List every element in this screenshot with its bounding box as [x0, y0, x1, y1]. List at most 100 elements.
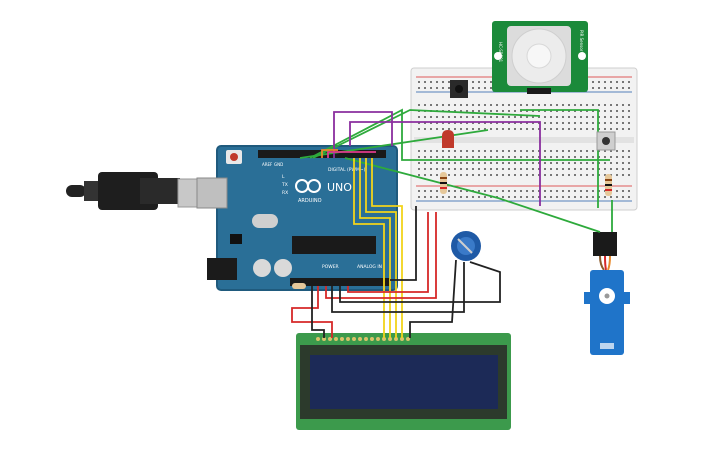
center-channel: [414, 137, 634, 143]
breadboard-hole: [466, 190, 468, 192]
breadboard-hole: [430, 196, 432, 198]
breadboard-hole: [418, 128, 420, 130]
breadboard-hole: [598, 87, 600, 89]
breadboard-hole: [610, 128, 612, 130]
breadboard-hole: [430, 190, 432, 192]
breadboard-hole: [592, 87, 594, 89]
breadboard-hole: [592, 162, 594, 164]
breadboard-hole: [508, 162, 510, 164]
breadboard-hole: [454, 150, 456, 152]
breadboard-hole: [586, 196, 588, 198]
breadboard-hole: [616, 104, 618, 106]
breadboard-hole: [586, 122, 588, 124]
breadboard-hole: [574, 116, 576, 118]
breadboard-hole: [478, 150, 480, 152]
breadboard-hole: [514, 190, 516, 192]
breadboard-hole: [538, 116, 540, 118]
breadboard-hole: [514, 156, 516, 158]
breadboard-hole: [490, 110, 492, 112]
breadboard-hole: [550, 128, 552, 130]
breadboard-hole: [478, 156, 480, 158]
breadboard-hole: [424, 168, 426, 170]
breadboard-hole: [586, 150, 588, 152]
breadboard-hole: [424, 150, 426, 152]
breadboard-hole: [586, 162, 588, 164]
wire-yellow: [353, 158, 385, 338]
breadboard-hole: [616, 81, 618, 83]
pir-right-text: PIR Sensor: [579, 30, 584, 52]
atmega-chip: [292, 236, 376, 254]
breadboard-hole: [550, 116, 552, 118]
breadboard-hole: [460, 168, 462, 170]
breadboard-hole: [442, 196, 444, 198]
arduino-uno: UNO ARDUINO DIGITAL (PWM~) POWER ANALOG …: [196, 145, 398, 291]
breadboard-hole: [520, 162, 522, 164]
breadboard-hole: [574, 162, 576, 164]
lcd-pin: [328, 337, 332, 341]
breadboard-hole: [496, 190, 498, 192]
lcd-pin: [364, 337, 368, 341]
breadboard-hole: [448, 104, 450, 106]
breadboard-hole: [616, 174, 618, 176]
breadboard-hole: [484, 116, 486, 118]
servo-motor: [584, 232, 630, 355]
breadboard-hole: [490, 104, 492, 106]
breadboard-hole: [562, 150, 564, 152]
potentiometer-knob[interactable]: [457, 238, 473, 254]
wire-red: [325, 212, 437, 299]
breadboard-hole: [496, 150, 498, 152]
breadboard-hole: [514, 168, 516, 170]
breadboard-hole: [460, 174, 462, 176]
breadboard-hole: [622, 122, 624, 124]
lcd-pin: [322, 337, 326, 341]
breadboard-hole: [460, 116, 462, 118]
breadboard-hole: [556, 116, 558, 118]
servo-body: [590, 270, 624, 355]
breadboard-hole: [478, 122, 480, 124]
breadboard-hole: [436, 156, 438, 158]
breadboard-hole: [472, 104, 474, 106]
breadboard-hole: [628, 128, 630, 130]
reset-button[interactable]: [230, 153, 238, 161]
breadboard-hole: [628, 116, 630, 118]
breadboard-hole: [436, 196, 438, 198]
breadboard-hole: [508, 110, 510, 112]
board-brand: ARDUINO: [298, 198, 322, 204]
breadboard-hole: [580, 110, 582, 112]
breadboard-hole: [526, 150, 528, 152]
breadboard-hole: [472, 81, 474, 83]
breadboard-hole: [502, 168, 504, 170]
breadboard-hole: [592, 150, 594, 152]
breadboard-hole: [466, 196, 468, 198]
lcd-screen: [310, 355, 498, 409]
breadboard-hole: [610, 168, 612, 170]
breadboard-hole: [604, 196, 606, 198]
breadboard-hole: [478, 196, 480, 198]
breadboard-hole: [568, 190, 570, 192]
breadboard-hole: [508, 128, 510, 130]
breadboard-hole: [598, 122, 600, 124]
breadboard-hole: [436, 116, 438, 118]
breadboard-hole: [592, 190, 594, 192]
breadboard-hole: [418, 196, 420, 198]
breadboard-hole: [562, 168, 564, 170]
breadboard-hole: [496, 156, 498, 158]
potentiometer[interactable]: [451, 231, 481, 261]
wire-orange: [321, 149, 338, 158]
breadboard-hole: [514, 104, 516, 106]
breadboard-hole: [502, 156, 504, 158]
breadboard-hole: [442, 122, 444, 124]
breadboard-hole: [508, 116, 510, 118]
lcd-pin: [388, 337, 392, 341]
breadboard-hole: [556, 162, 558, 164]
breadboard-hole: [520, 104, 522, 106]
breadboard-hole: [580, 104, 582, 106]
breadboard-hole: [430, 81, 432, 83]
breadboard-hole: [448, 150, 450, 152]
breadboard-hole: [544, 128, 546, 130]
breadboard-hole: [478, 190, 480, 192]
breadboard-components: [292, 80, 616, 289]
breadboard-hole: [442, 156, 444, 158]
breadboard-hole: [502, 196, 504, 198]
tx-label: TX: [281, 182, 288, 188]
